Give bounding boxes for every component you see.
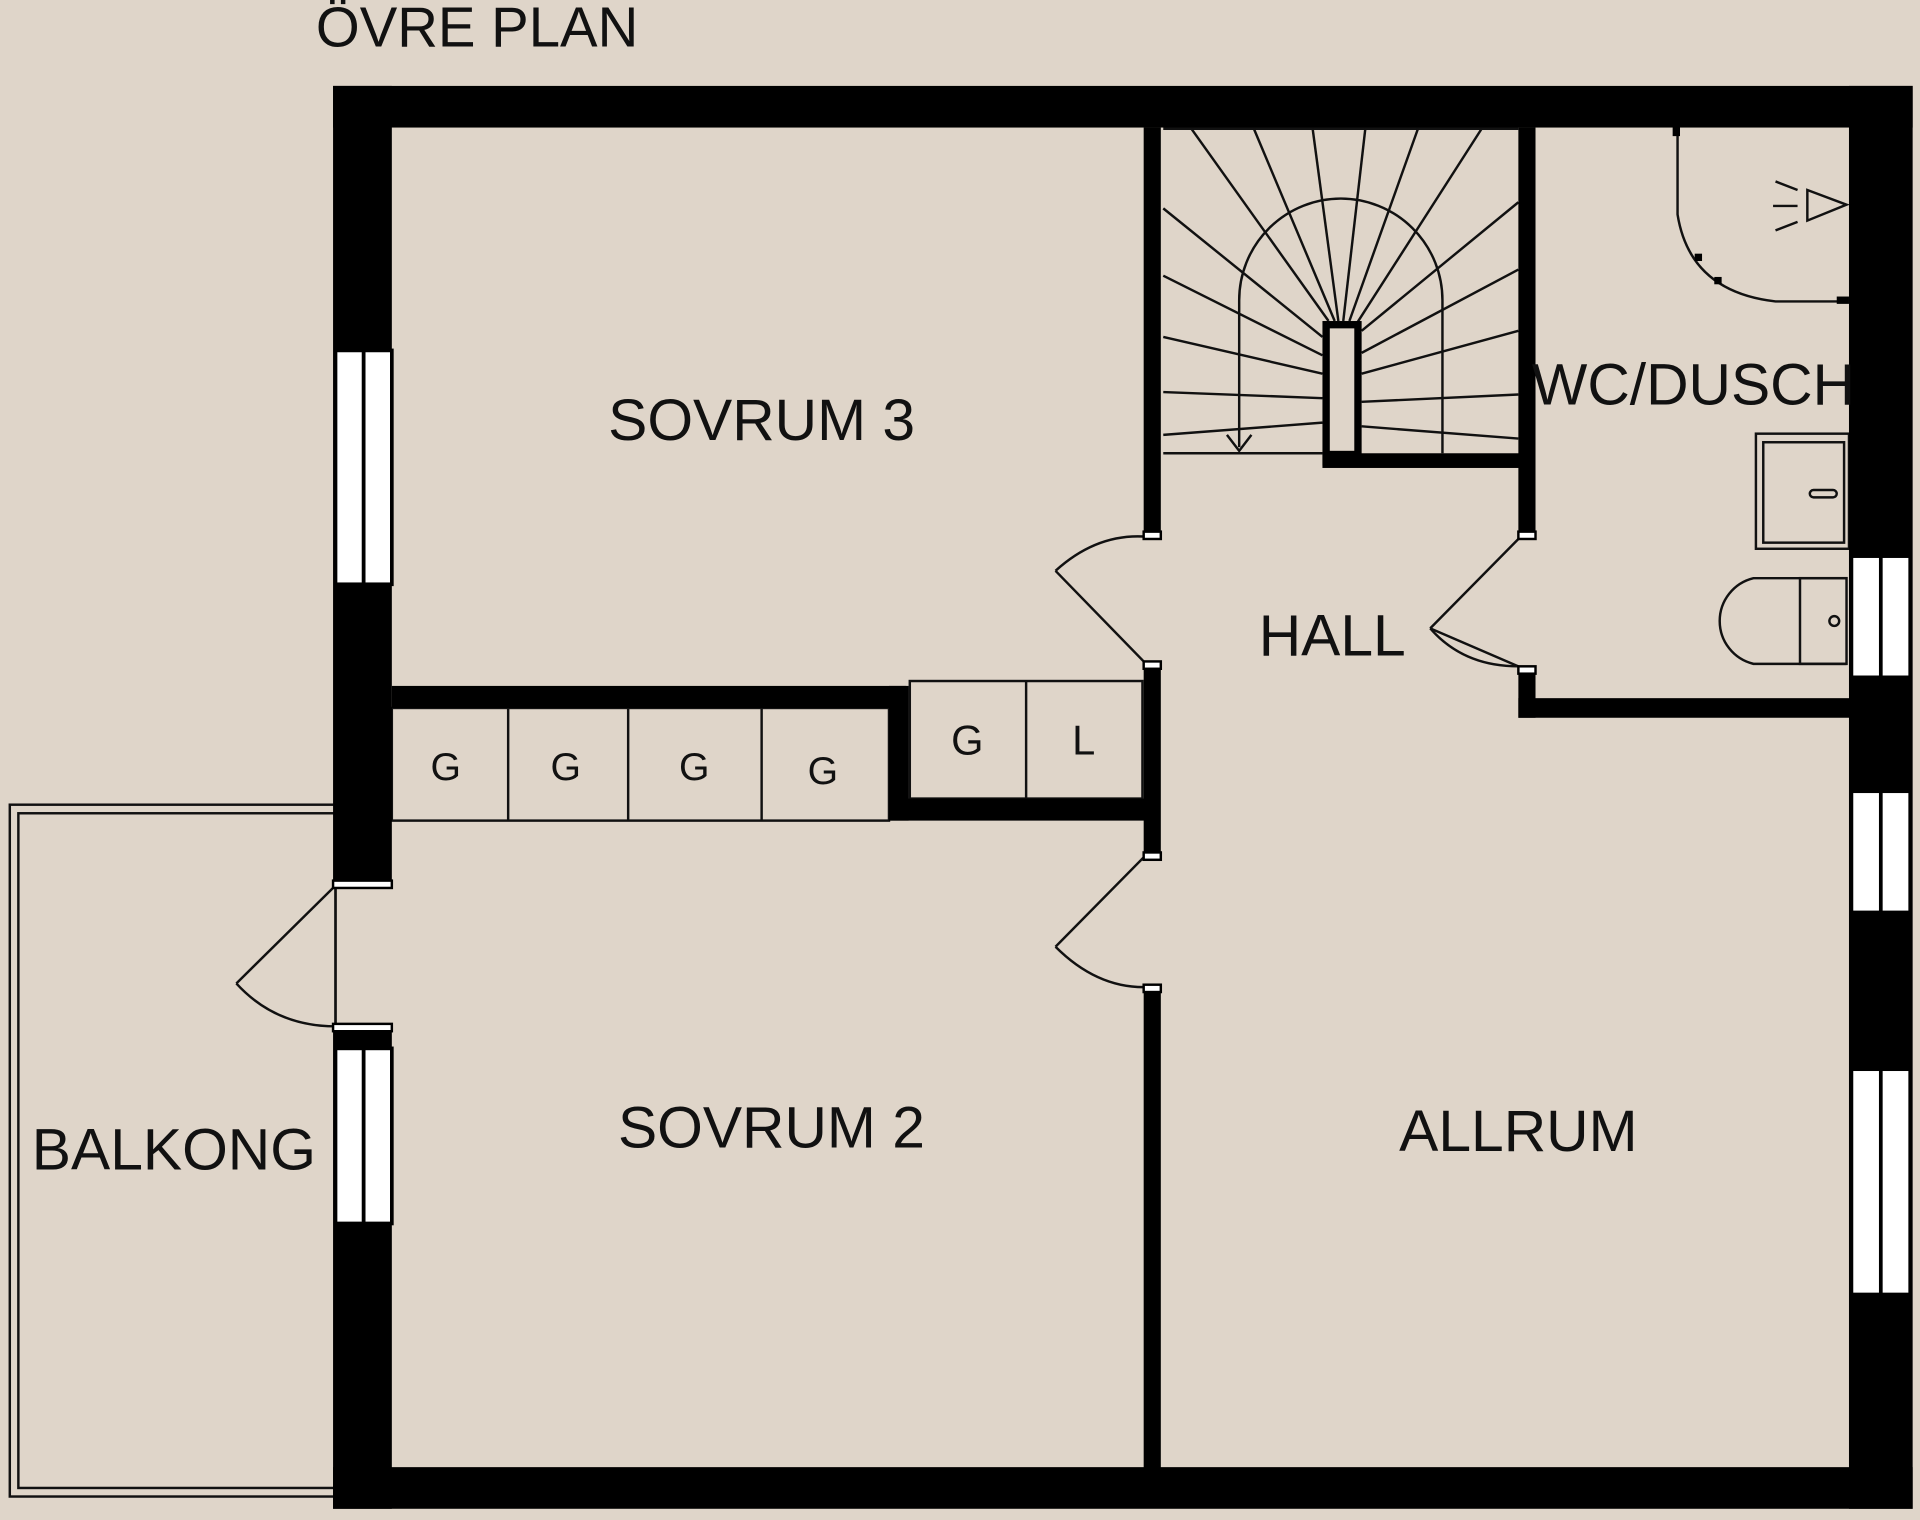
room-label-hall: HALL xyxy=(1259,603,1406,668)
window-allrum-upper xyxy=(1849,789,1913,915)
window-allrum-lower xyxy=(1849,1067,1913,1297)
door-jambs xyxy=(331,530,1537,1033)
door-swing-icon xyxy=(1054,856,1145,989)
cabinet-label: G xyxy=(679,746,709,789)
room-label-sovrum2: SOVRUM 2 xyxy=(618,1096,925,1161)
stair-arrow-icon xyxy=(1225,434,1253,453)
cabinet-label: G xyxy=(951,716,983,763)
toilet-icon xyxy=(1718,576,1848,666)
cabinet-label: G xyxy=(430,746,460,789)
window-sovrum3 xyxy=(333,348,394,587)
sink-icon xyxy=(1754,432,1851,550)
plan-title: ÖVRE PLAN xyxy=(316,0,638,59)
door-swing-icon xyxy=(1054,535,1145,663)
window-wc xyxy=(1849,554,1913,680)
room-label-sovrum3: SOVRUM 3 xyxy=(608,388,915,453)
room-label-balkong: BALKONG xyxy=(32,1118,316,1183)
room-label-wc-dusch: WC/DUSCH xyxy=(1532,352,1855,417)
cabinet-label: G xyxy=(550,746,580,789)
staircase xyxy=(1162,127,1520,455)
shower-head-icon xyxy=(1672,126,1850,304)
door-swing-icon xyxy=(1429,538,1520,668)
cabinet-label: L xyxy=(1072,716,1095,763)
window-sovrum2 xyxy=(333,1046,394,1226)
door-swing-icon xyxy=(235,884,337,1028)
room-label-allrum: ALLRUM xyxy=(1399,1099,1637,1164)
cabinet-label: G xyxy=(808,750,838,793)
